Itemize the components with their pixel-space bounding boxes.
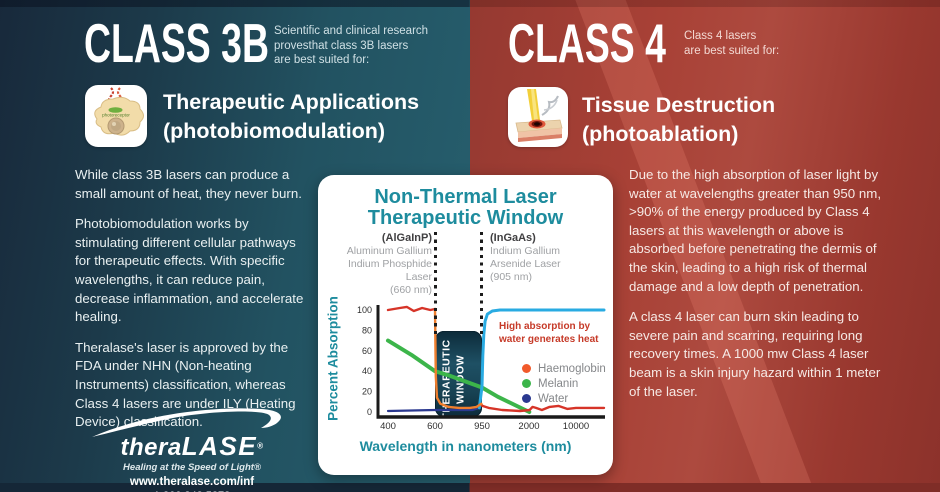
laser-wavelength: (660 nm) (389, 284, 432, 296)
laser-name-line: Indium Gallium (490, 245, 561, 257)
intro-line: Class 4 lasers (684, 30, 757, 42)
class-3b-paragraph: Photobiomodulation works by stimulating … (75, 216, 304, 325)
laser-name-line: Aluminum Gallium (346, 245, 432, 257)
svg-text:60: 60 (362, 346, 372, 356)
skin-icon-tile (508, 87, 568, 147)
legend-item: Water (522, 391, 606, 406)
class-3b-intro: Scientific and clinical research provest… (274, 24, 428, 68)
theralase-logo: theraLASE® Healing at the Speed of Light… (84, 401, 300, 492)
laser-formula: (InGaAs) (490, 232, 536, 244)
brand-prefix: thera (120, 434, 182, 461)
laser-660-label: (AlGaInP) Aluminum Gallium Indium Phosph… (326, 232, 432, 297)
class-3b-paragraph: While class 3B lasers can produce a smal… (75, 167, 302, 201)
legend-label: Haemoglobin (538, 362, 606, 375)
class-3b-paragraphs: While class 3B lasers can produce a smal… (75, 166, 313, 444)
legend-label: Water (538, 392, 569, 405)
svg-text:400: 400 (380, 421, 396, 432)
use-subtitle-line: (photobiomodulation) (163, 119, 386, 143)
svg-text:40: 40 (362, 366, 372, 376)
class-4-intro: Class 4 lasers are best suited for: (684, 29, 779, 58)
bottom-edge-bar (0, 483, 940, 492)
intro-line: provesthat class 3B lasers (274, 39, 409, 52)
svg-text:10000: 10000 (563, 421, 589, 432)
use-title-line: Therapeutic Applications (163, 90, 420, 114)
intro-line: are best suited for: (684, 44, 780, 57)
legend: Haemoglobin Melanin Water (522, 361, 606, 406)
logo-swoosh-icon (92, 408, 281, 437)
logo-url: www.theralase.com/inf (129, 476, 255, 488)
class-4-use-title: Tissue Destruction (photoablation) (582, 91, 775, 149)
cell-icon-tile: photoreceptor (85, 85, 147, 147)
laser-formula: (AlGaInP) (381, 232, 432, 244)
chart-title: Non-Thermal Laser Therapeutic Window (318, 187, 613, 229)
laser-wavelength: (905 nm) (490, 271, 533, 283)
registered-mark: ® (257, 441, 264, 451)
cell-photoreceptor-icon: photoreceptor (94, 87, 144, 136)
chart-card: Non-Thermal Laser Therapeutic Window (Al… (318, 175, 613, 475)
chart-title-line: Non-Thermal Laser (374, 186, 557, 208)
class-4-paragraph: A class 4 laser can burn skin leading to… (629, 309, 881, 399)
legend-item: Haemoglobin (522, 361, 606, 376)
annotation-line: water generates heat (499, 333, 599, 345)
water-heat-annotation: High absorption by water generates heat (499, 321, 599, 346)
photoreceptor-label: photoreceptor (102, 113, 130, 118)
brand-suffix: LASE (181, 431, 258, 461)
logo-phone: 1.866.843.5273 (84, 490, 300, 492)
svg-text:600: 600 (427, 421, 443, 432)
top-edge-shade (0, 0, 940, 7)
annotation-line: High absorption by (499, 321, 591, 332)
intro-line: Scientific and clinical research (274, 25, 429, 37)
logo-wordmark: theraLASE® (84, 431, 300, 462)
class-3b-heading: CLASS 3B (84, 12, 269, 74)
skin-ablation-icon (515, 89, 563, 142)
intro-line: are best suited for: (274, 54, 370, 66)
legend-label: Melanin (538, 377, 579, 390)
class-4-paragraph: Due to the high absorption of laser ligh… (629, 167, 882, 294)
use-subtitle-line: (photoablation) (582, 122, 739, 146)
laser-name-line: Indium Phosphide Laser (347, 258, 432, 283)
water-dot-icon (522, 394, 531, 403)
svg-text:950: 950 (474, 421, 490, 432)
class-4-paragraphs: Due to the high absorption of laser ligh… (629, 166, 883, 413)
dotted-line-660 (433, 232, 437, 335)
svg-text:100: 100 (357, 305, 372, 315)
laser-name-line: Arsenide Laser (490, 258, 561, 270)
chart-title-line: Therapeutic Window (367, 207, 564, 229)
use-title-line: Tissue Destruction (582, 93, 776, 117)
haemoglobin-dot-icon (522, 364, 531, 373)
melanin-dot-icon (522, 379, 531, 388)
svg-text:0: 0 (367, 407, 372, 417)
absorption-plot: 0 20 40 60 80 100 400 600 950 2000 10000 (357, 305, 606, 432)
logo-tagline: Healing at the Speed of Light® (123, 462, 261, 473)
svg-text:2000: 2000 (518, 421, 539, 432)
class-3b-use-title: Therapeutic Applications (photobiomodula… (163, 88, 419, 146)
y-axis-label: Percent Absorption (325, 296, 341, 421)
class-4-heading: CLASS 4 (508, 12, 666, 74)
dotted-line-905 (480, 232, 484, 335)
x-axis-label: Wavelength in nanometers (nm) (359, 438, 572, 454)
svg-text:20: 20 (362, 387, 372, 397)
class-3b-paragraph: Theralase's laser is approved by the FDA… (75, 339, 296, 430)
svg-text:80: 80 (362, 325, 372, 335)
legend-item: Melanin (522, 376, 606, 391)
laser-905-label: (InGaAs) Indium Gallium Arsenide Laser (… (490, 232, 602, 284)
